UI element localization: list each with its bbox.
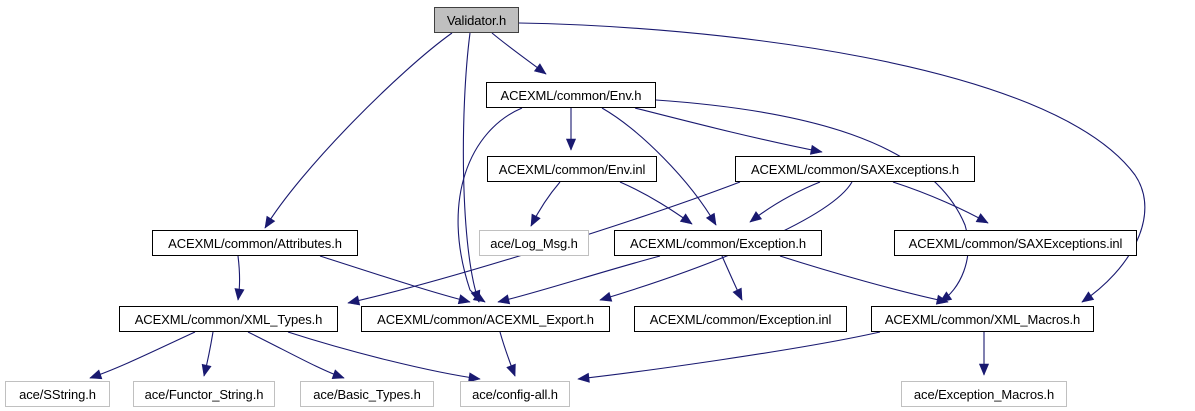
- graph-node-basic_types_h[interactable]: ace/Basic_Types.h: [300, 381, 434, 407]
- graph-edge: [201, 331, 214, 377]
- graph-node-validator[interactable]: Validator.h: [434, 7, 519, 33]
- graph-edge: [634, 107, 823, 155]
- edge-arrowhead: [468, 372, 481, 383]
- graph-node-exception_h[interactable]: ACEXML/common/Exception.h: [614, 230, 822, 256]
- edge-arrowhead: [234, 288, 245, 301]
- graph-node-label: ACEXML/common/ACEXML_Export.h: [377, 311, 594, 327]
- edge-arrowhead: [506, 363, 516, 377]
- edge-arrowhead: [201, 363, 212, 377]
- graph-edge: [319, 255, 471, 305]
- graph-edge: [89, 331, 196, 380]
- graph-node-env_h[interactable]: ACEXML/common/Env.h: [486, 82, 656, 108]
- graph-node-label: ACEXML/common/Exception.inl: [649, 311, 832, 327]
- graph-node-label: Validator.h: [446, 12, 507, 28]
- edge-arrowhead: [1081, 291, 1095, 303]
- graph-node-label: ace/config-all.h: [472, 386, 558, 402]
- graph-node-xml_types_h[interactable]: ACEXML/common/XML_Types.h: [119, 306, 338, 332]
- graph-edge: [497, 255, 661, 305]
- graph-node-label: ACEXML/common/Env.h: [500, 87, 642, 103]
- edge-arrowhead: [705, 212, 717, 226]
- graph-node-label: ace/Basic_Types.h: [313, 386, 421, 402]
- edge-arrowhead: [347, 295, 361, 306]
- graph-edge: [655, 99, 969, 303]
- graph-edge: [530, 181, 561, 227]
- graph-edge: [234, 255, 245, 301]
- graph-edge: [601, 107, 717, 226]
- edge-arrowhead: [749, 211, 763, 223]
- graph-node-label: ACEXML/common/Env.inl: [498, 161, 646, 177]
- edge-arrowhead: [809, 144, 823, 155]
- edge-arrowhead: [732, 287, 743, 301]
- graph-node-saxexceptions_h[interactable]: ACEXML/common/SAXExceptions.h: [735, 156, 975, 182]
- graph-node-label: ACEXML/common/XML_Types.h: [134, 311, 323, 327]
- graph-node-acexml_export_h[interactable]: ACEXML/common/ACEXML_Export.h: [361, 306, 610, 332]
- graph-node-label: ACEXML/common/Exception.h: [630, 235, 806, 251]
- graph-node-label: ACEXML/common/SAXExceptions.inl: [908, 235, 1123, 251]
- edge-arrowhead: [565, 138, 577, 151]
- graph-node-exception_macros_h[interactable]: ace/Exception_Macros.h: [901, 381, 1067, 407]
- graph-edge: [978, 332, 990, 376]
- graph-node-xml_macros_h[interactable]: ACEXML/common/XML_Macros.h: [871, 306, 1094, 332]
- graph-node-exception_inl[interactable]: ACEXML/common/Exception.inl: [634, 306, 847, 332]
- graph-node-label: ACEXML/common/Attributes.h: [168, 235, 342, 251]
- graph-edge: [462, 32, 481, 303]
- graph-edge: [457, 107, 523, 303]
- graph-node-label: ace/Functor_String.h: [144, 386, 264, 402]
- graph-node-saxexceptions_inl[interactable]: ACEXML/common/SAXExceptions.inl: [894, 230, 1137, 256]
- graph-node-env_inl[interactable]: ACEXML/common/Env.inl: [487, 156, 657, 182]
- edge-arrowhead: [497, 294, 511, 305]
- edge-arrowhead: [331, 369, 345, 379]
- edge-arrowhead: [935, 294, 949, 305]
- graph-node-label: ACEXML/common/XML_Macros.h: [884, 311, 1081, 327]
- graph-edge: [499, 331, 516, 377]
- graph-node-log_msg_h[interactable]: ace/Log_Msg.h: [479, 230, 589, 256]
- graph-edge: [491, 32, 547, 75]
- graph-edge: [721, 255, 743, 301]
- edge-arrowhead: [978, 363, 990, 376]
- edge-arrowhead: [472, 291, 486, 303]
- edge-arrowhead: [577, 372, 590, 383]
- graph-node-functor_string_h[interactable]: ace/Functor_String.h: [133, 381, 275, 407]
- graph-edge: [287, 331, 481, 383]
- graph-node-label: ace/Exception_Macros.h: [913, 386, 1055, 402]
- edge-arrowhead: [975, 213, 989, 224]
- graph-node-label: ace/Log_Msg.h: [490, 235, 578, 251]
- graph-edge: [749, 181, 821, 223]
- graph-edge: [779, 255, 949, 305]
- graph-edge: [247, 331, 345, 379]
- edge-arrowhead: [89, 369, 103, 380]
- graph-edge: [577, 331, 881, 383]
- graph-node-config_all_h[interactable]: ace/config-all.h: [460, 381, 570, 407]
- edge-arrowhead: [599, 291, 613, 302]
- edge-arrowhead: [264, 215, 276, 229]
- graph-edge: [264, 32, 453, 229]
- graph-node-label: ace/SString.h: [19, 386, 96, 402]
- edge-arrowhead: [530, 213, 541, 227]
- edge-arrowhead: [679, 213, 693, 225]
- graph-edge: [565, 108, 577, 151]
- graph-edge: [892, 181, 989, 224]
- graph-node-label: ACEXML/common/SAXExceptions.h: [750, 161, 960, 177]
- edge-arrowhead: [457, 294, 471, 305]
- graph-node-attributes_h[interactable]: ACEXML/common/Attributes.h: [152, 230, 358, 256]
- graph-edge: [619, 181, 693, 225]
- graph-node-sstring_h[interactable]: ace/SString.h: [5, 381, 110, 407]
- edge-arrowhead: [533, 63, 547, 75]
